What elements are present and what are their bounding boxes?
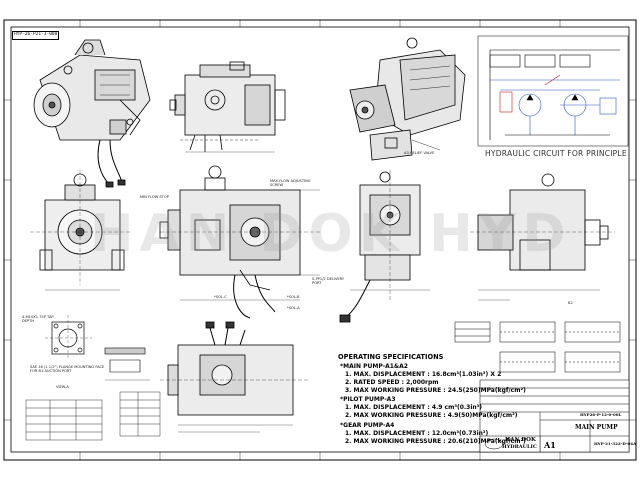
revision-table	[25, 391, 161, 441]
company-name-line1: HAN DOK	[505, 437, 536, 443]
min-flow-stop-label: MIN FLOW STOP	[140, 195, 169, 199]
pilot-pump-spec-1: 1. MAX. DISPLACEMENT : 4.9 cm³(0.3in³)	[345, 404, 483, 411]
gear-pump-spec-2: 2. MAX WORKING PRESSURE : 20.6(210)MPa(k…	[345, 438, 526, 445]
watermark: HAN DOK HYD	[90, 204, 572, 264]
main-side-view	[159, 165, 320, 319]
sheet-size: A1	[544, 440, 556, 450]
tap-depth-label: 4-M10X1.75P TAP DEPTH	[22, 315, 54, 323]
pilot-pump-spec-2: 2. MAX WORKING PRESSURE : 4.9(50)MPa(kgf…	[345, 412, 518, 419]
gear-pump-heading: *GEAR PUMP-A4	[340, 422, 395, 429]
part-name: MAIN PUMP	[575, 424, 618, 431]
port-b2-label: B2	[568, 301, 573, 305]
front-view-left	[30, 170, 130, 291]
iso-view-left	[33, 39, 151, 188]
view-a-label: VIEW-A	[56, 385, 69, 389]
port-details	[454, 321, 621, 373]
main-pump-spec-3: 3. MAX WORKING PRESSURE : 24.5(250)MPa(k…	[345, 387, 526, 394]
drawing-number-tag: HYP-26-P21-3-008	[12, 31, 60, 40]
drawing-code: HYP26-P-12-0-00L	[580, 412, 622, 417]
title-block	[479, 379, 630, 453]
circuit-title: HYDRAULIC CIRCUIT FOR PRINCIPLE	[485, 149, 627, 158]
delivery-port-label: S-PP1/2 DELIVERY PORT	[312, 277, 345, 285]
relief-valve-label: A3-RELIEF VALVE	[404, 151, 435, 155]
zone-ticks	[4, 20, 636, 460]
bottom-view	[160, 321, 310, 433]
view-a-flange	[45, 315, 92, 360]
gear-pump-spec-1: 1. MAX. DISPLACEMENT : 12.0cm³(0.73in³)	[345, 430, 489, 437]
flange-note-label: SAE 16 (1 1/2") FLANGE MOUNTING FACE FOR…	[30, 365, 105, 373]
sol-c-label: *SOL-C	[214, 295, 227, 299]
iso-view-right	[349, 37, 466, 161]
side-view-right	[470, 173, 615, 301]
main-pump-spec-2: 2. RATED SPEED : 2,000rpm	[345, 379, 439, 386]
specs-title: OPERATING SPECIFICATIONS	[338, 353, 444, 361]
sol-b-label: *SOL-B	[287, 295, 300, 299]
pilot-pump-heading: *PILOT PUMP-A3	[340, 396, 396, 403]
sol-a-label: *SOL-A	[287, 306, 300, 310]
company-name-line2: HYDRAULIC	[502, 444, 537, 450]
drawing-number: HYP-21-322-D-04A	[594, 441, 637, 446]
detail-view	[104, 347, 150, 381]
front-view-right	[339, 170, 430, 323]
main-pump-heading: *MAIN PUMP-A1&A2	[340, 363, 408, 370]
max-flow-screw-label: MAX.FLOW ADJUSTING SCREW	[270, 179, 311, 187]
side-view-top	[169, 61, 286, 153]
main-pump-spec-1: 1. MAX. DISPLACEMENT : 16.8cm³(1.03in³) …	[345, 371, 502, 378]
hydraulic-circuit	[477, 35, 629, 147]
